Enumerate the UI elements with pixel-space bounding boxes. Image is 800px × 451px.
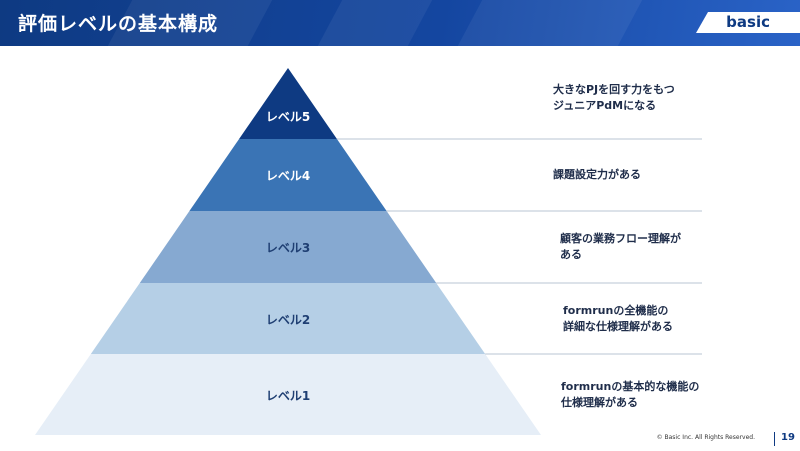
brand-logo: basic [726,13,770,31]
description-line: 詳細な仕様理解がある [563,319,673,333]
description-line: ジュニアPdMになる [553,98,657,112]
page-title: 評価レベルの基本構成 [18,13,219,35]
pyramid-tier-2 [90,283,486,354]
description-line: formrunの基本的な機能の [561,379,700,393]
description-line: 顧客の業務フロー理解が [560,232,681,245]
description-line: ある [560,248,582,261]
header-bar: 評価レベルの基本構成 basic [0,0,800,46]
level-label-4: レベル4 [265,169,311,183]
level-description-3: 顧客の業務フロー理解がある [560,231,681,263]
level-description-5: 大きなPJを回す力をもつジュニアPdMになる [553,82,675,114]
description-line: 仕様理解がある [561,395,638,409]
brand-tab [696,12,800,33]
pyramid-tier-1 [35,354,541,435]
description-line: formrunの全機能の [563,303,669,317]
level-description-4: 課題設定力がある [553,167,641,183]
level-description-2: formrunの全機能の詳細な仕様理解がある [563,303,673,335]
level-label-5: レベル5 [265,109,311,124]
pyramid-tier-4 [189,139,387,211]
pyramid-tier-5 [239,68,337,139]
copyright: © Basic Inc. All Rights Reserved. [656,434,755,441]
description-line: 大きなPJを回す力をもつ [553,82,675,96]
level-description-1: formrunの基本的な機能の仕様理解がある [561,379,699,411]
level-label-3: レベル3 [265,241,311,255]
footer-divider [774,432,775,446]
level-label-1: レベル1 [265,388,311,403]
level-label-2: レベル2 [265,312,311,327]
page-number: 19 [781,432,795,443]
pyramid-tier-3 [139,211,437,283]
description-line: 課題設定力がある [553,168,641,181]
